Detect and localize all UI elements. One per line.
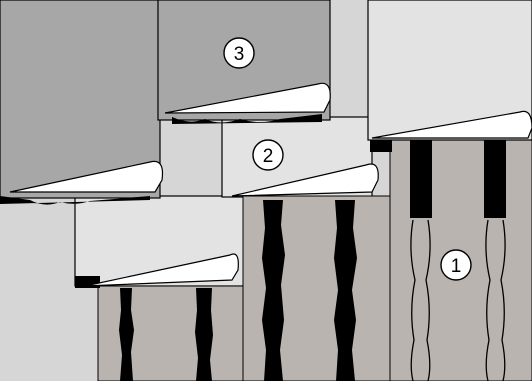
sheet-lower-left: [74, 195, 247, 381]
sheet-top-right: [367, 0, 532, 141]
sheet-top-left-dark: [0, 0, 164, 205]
curled-edge: [231, 163, 379, 197]
callout-3: 3: [223, 37, 255, 69]
callout-3-label: 3: [234, 44, 245, 65]
drip-stain: [119, 288, 134, 381]
crack-line: [485, 219, 491, 381]
drip-stain: [195, 288, 213, 381]
post-stain: [410, 138, 432, 218]
sheet-middle: [221, 116, 409, 381]
crack-line: [500, 219, 506, 381]
curled-edge: [164, 82, 331, 114]
post-stain: [484, 138, 506, 218]
drip-stain: [262, 200, 285, 381]
callout-2-label: 2: [263, 146, 274, 167]
crack-line: [425, 219, 431, 381]
curled-edge: [84, 253, 239, 287]
callout-1: 1: [440, 249, 472, 281]
crack-line: [410, 219, 416, 381]
callout-1-label: 1: [451, 256, 462, 277]
curled-edge: [9, 160, 164, 193]
callout-2: 2: [252, 139, 284, 171]
drip-stain: [334, 200, 357, 381]
